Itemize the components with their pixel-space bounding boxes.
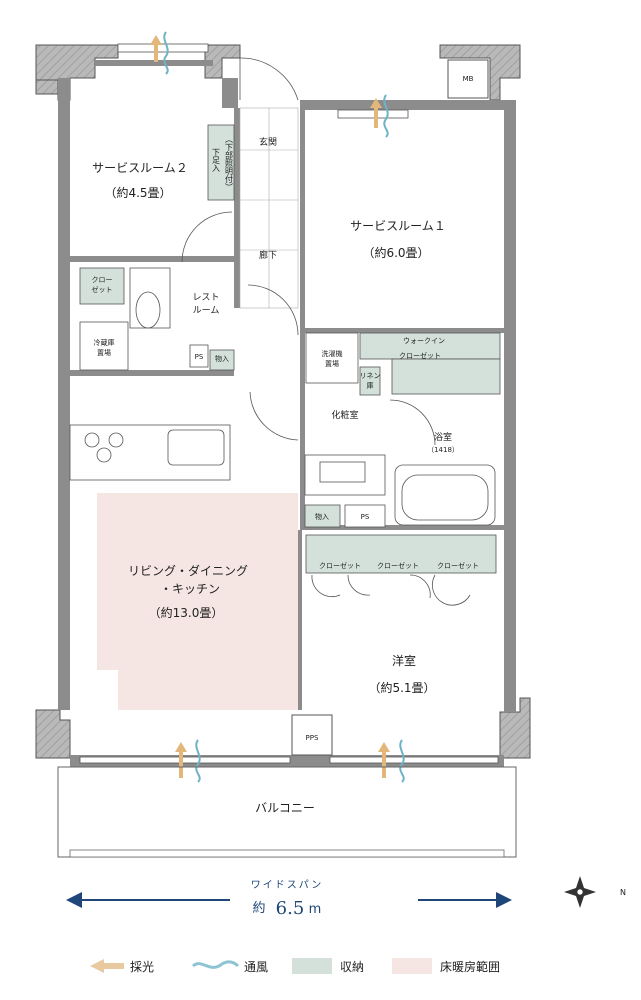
- legend-storage-label: 収納: [340, 960, 364, 974]
- wide-span-value: 6.5: [276, 898, 305, 919]
- pps-label: PPS: [306, 734, 319, 742]
- wide-span-indicator: ワイドスパン 約 6.5 m: [66, 879, 512, 919]
- legend-floor-heating-label: 床暖房範囲: [440, 959, 500, 974]
- restroom-label-line1: レスト: [192, 293, 219, 303]
- balcony-rail: [69, 849, 505, 858]
- entrance-label: 玄関: [259, 136, 277, 148]
- windows: [79, 43, 499, 764]
- legend: 採光 通風 収納 床暖房範囲: [90, 958, 500, 974]
- fixtures: [69, 267, 496, 528]
- legend-storage: 収納: [292, 958, 364, 974]
- powder-room-label: 化粧室: [331, 409, 358, 421]
- exterior-walls: [35, 44, 531, 759]
- foot-light-label: （下部照明付）: [225, 135, 234, 191]
- fridge-label-line1: 冷蔵庫: [94, 338, 115, 347]
- closet-small-line1: クロー: [92, 276, 113, 284]
- mb-label: MB: [463, 75, 474, 83]
- fridge-label-line2: 置場: [97, 348, 111, 357]
- legend-ventilation-label: 通風: [244, 960, 268, 974]
- service-room-2-size: （約4.5畳）: [104, 185, 171, 200]
- ps-label-1: PS: [195, 353, 204, 361]
- closet-small-line2: ゼット: [92, 285, 113, 294]
- wide-span-label: ワイドスパン: [251, 879, 324, 891]
- service-room-2-name: サービスルーム２: [92, 161, 188, 175]
- mb-box: [447, 59, 489, 99]
- service-room-1-name: サービスルーム１: [350, 219, 446, 233]
- closet-label-3: クローゼット: [437, 561, 479, 570]
- floor-heating-area: [97, 493, 298, 710]
- bathroom-size-label: （1418）: [427, 446, 459, 454]
- wide-span-unit: m: [309, 902, 322, 917]
- legend-daylight-label: 採光: [130, 960, 154, 974]
- ps-label-2: PS: [361, 513, 370, 521]
- western-room-name: 洋室: [392, 653, 416, 668]
- living-name-line2: ・キッチン: [160, 582, 220, 596]
- washer-label-line2: 置場: [325, 359, 339, 368]
- ventilation-waves: [163, 31, 405, 783]
- legend-ventilation: 通風: [192, 960, 268, 974]
- linen-label-line2: 庫: [367, 381, 374, 390]
- storage-in-label-2: 物入: [315, 512, 329, 521]
- legend-floor-heating: 床暖房範囲: [392, 958, 500, 974]
- entrance-floor: [239, 107, 299, 309]
- hallway-label: 廊下: [259, 249, 277, 261]
- service-room-1-size: （約6.0畳）: [362, 245, 429, 260]
- wide-span-prefix: 約: [252, 901, 265, 916]
- restroom-label-line2: ルーム: [193, 305, 220, 316]
- storage-swatch: [292, 958, 332, 974]
- compass-north-label: N: [620, 888, 626, 897]
- storage-in-label-1: 物入: [215, 354, 229, 363]
- walkin-label-line1: ウォークイン: [403, 337, 445, 345]
- doors: [181, 57, 471, 606]
- daylight-arrows: [150, 35, 390, 778]
- linen-label-line1: リネン: [360, 372, 381, 380]
- compass-icon: N: [564, 876, 626, 908]
- closet-label-2: クローゼット: [377, 561, 419, 570]
- wave-icon: [192, 960, 240, 969]
- western-room-size: （約5.1畳）: [368, 680, 435, 695]
- storage-areas: [79, 124, 501, 574]
- washer-label-line1: 洗濯機: [322, 349, 343, 358]
- legend-daylight: 採光: [90, 959, 154, 974]
- bathroom-label: 浴室: [434, 431, 452, 443]
- floor-heating-swatch: [392, 958, 432, 974]
- shoe-box-label: 下足入: [212, 148, 221, 172]
- daylight-arrow-icon: [90, 959, 124, 973]
- living-size: （約13.0畳）: [149, 605, 224, 620]
- closet-label-1: クローゼット: [319, 561, 361, 570]
- living-name-line1: リビング・ダイニング: [128, 563, 248, 578]
- walkin-label-line2: クローゼット: [399, 351, 441, 360]
- balcony-label: バルコニー: [255, 801, 315, 815]
